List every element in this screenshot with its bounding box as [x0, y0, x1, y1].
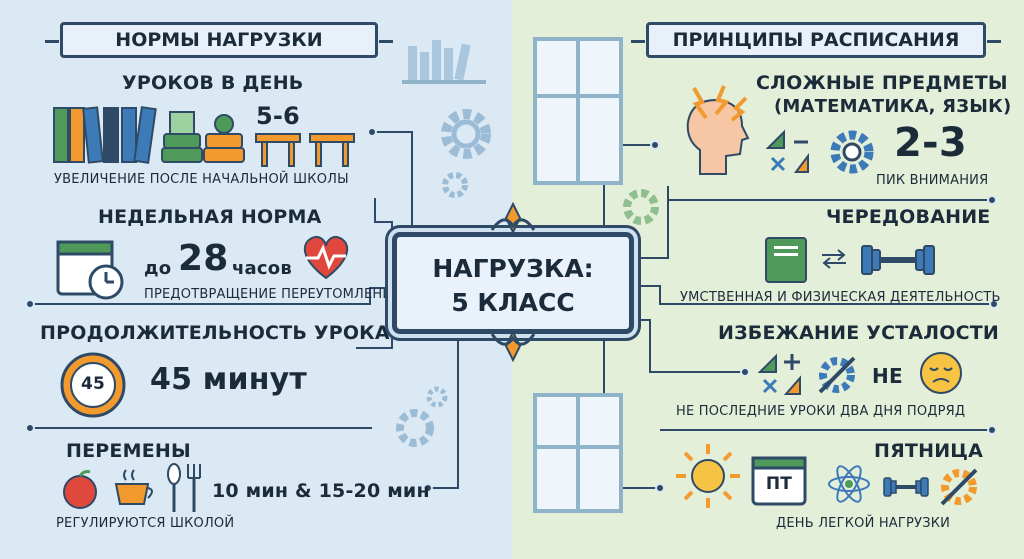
complex-subjects-title: СЛОЖНЫЕ ПРЕДМЕТЫ — [756, 72, 1008, 94]
calendar-clock-icon — [56, 240, 124, 300]
calendar-label: ПТ — [765, 474, 793, 494]
window-illustration — [533, 37, 623, 185]
left-banner-title: НОРМЫ НАГРУЗКИ — [115, 29, 323, 51]
ornament-icon — [490, 330, 536, 362]
math-symbols-icon — [757, 353, 801, 395]
connector-dot — [25, 423, 35, 433]
complex-subjects-value: 2-3 — [894, 120, 967, 166]
gear-icon — [426, 386, 448, 408]
complex-subjects-note: ПИК ВНИМАНИЯ — [876, 173, 989, 188]
weekly-norm-unit: часов — [232, 258, 292, 279]
gear-icon — [396, 409, 434, 447]
window-illustration-lower — [533, 393, 623, 513]
connector-dot — [367, 127, 377, 137]
fatigue-not-label: НЕ — [872, 364, 903, 388]
weekly-norm-title: НЕДЕЛЬНАЯ НОРМА — [98, 206, 322, 228]
dumbbell-icon — [861, 245, 935, 275]
connector-dot — [989, 299, 999, 309]
gear-icon — [441, 109, 491, 159]
dumbbell-icon-small — [883, 477, 929, 497]
apple-icon — [63, 470, 97, 509]
friday-note: ДЕНЬ ЛЕГКОЙ НАГРУЗКИ — [776, 516, 951, 531]
timer-value: 45 — [80, 374, 106, 394]
lesson-duration-value: 45 минут — [150, 362, 308, 397]
bookshelf-icon — [402, 40, 486, 84]
connector-dot — [650, 140, 660, 150]
books-icon — [53, 106, 157, 164]
book-stack-icon — [161, 111, 203, 163]
alternation-note: УМСТВЕННАЯ И ФИЗИЧЕСКАЯ ДЕЯТЕЛЬНОСТЬ — [680, 290, 1001, 305]
heart-pulse-icon — [303, 236, 349, 280]
no-gear-icon — [818, 356, 856, 394]
connector-dot — [987, 195, 997, 205]
book-icon — [765, 237, 807, 283]
center-title-line-2: 5 КЛАСС — [451, 288, 575, 317]
fatigue-title: ИЗБЕЖАНИЕ УСТАЛОСТИ — [718, 322, 1000, 344]
center-title-line-1: НАГРУЗКА: — [432, 254, 594, 283]
weekly-norm-value: 28 — [178, 238, 229, 279]
right-section-banner: ПРИНЦИПЫ РАСПИСАНИЯ — [631, 22, 1001, 58]
weekly-norm-prefix: до — [144, 258, 172, 279]
lessons-per-day-title: УРОКОВ В ДЕНЬ — [122, 72, 304, 94]
lesson-duration-title: ПРОДОЛЖИТЕЛЬНОСТЬ УРОКА — [40, 322, 390, 344]
breaks-title: ПЕРЕМЕНЫ — [66, 440, 191, 462]
connector-dot — [423, 483, 433, 493]
gear-icon — [442, 172, 468, 198]
coffee-cup-icon — [114, 469, 153, 505]
breaks-note: РЕГУЛИРУЮТСЯ ШКОЛОЙ — [56, 516, 235, 531]
fork-spoon-icon — [167, 463, 201, 512]
friday-title: ПЯТНИЦА — [874, 440, 984, 462]
connector-dot — [740, 367, 750, 377]
connector-dot — [655, 483, 665, 493]
gear-icon — [830, 130, 874, 174]
desks-icon — [255, 133, 355, 167]
swap-arrows-icon — [822, 249, 846, 269]
alternation-title: ЧЕРЕДОВАНИЕ — [826, 206, 991, 228]
math-symbols-icon — [765, 129, 809, 173]
breaks-value: 10 мин & 15-20 мин — [212, 480, 430, 502]
ornament-icon — [490, 202, 536, 234]
tired-face-icon — [920, 352, 962, 394]
right-banner-title: ПРИНЦИПЫ РАСПИСАНИЯ — [672, 29, 960, 51]
weekly-norm-note: ПРЕДОТВРАЩЕНИЕ ПЕРЕУТОМЛЕНИЯ — [144, 287, 402, 302]
center-title-frame — [392, 232, 634, 334]
atom-icon — [828, 465, 870, 503]
apple-book-stack-icon — [203, 114, 245, 163]
timer-icon — [60, 352, 126, 418]
fatigue-note: НЕ ПОСЛЕДНИЕ УРОКИ ДВА ДНЯ ПОДРЯД — [676, 404, 966, 419]
connector-dot — [987, 425, 997, 435]
no-gear-icon — [940, 468, 978, 506]
complex-subjects-subtitle: (МАТЕМАТИКА, ЯЗЫК) — [774, 96, 1012, 117]
connector-dot — [25, 299, 35, 309]
calendar-icon — [751, 456, 807, 506]
head-lightning-icon — [686, 85, 750, 175]
lessons-per-day-value: 5-6 — [256, 102, 300, 130]
lessons-per-day-note: УВЕЛИЧЕНИЕ ПОСЛЕ НАЧАЛЬНОЙ ШКОЛЫ — [54, 172, 349, 187]
sun-icon — [676, 444, 740, 508]
gear-icon — [623, 189, 659, 225]
left-section-banner: НОРМЫ НАГРУЗКИ — [45, 22, 393, 58]
